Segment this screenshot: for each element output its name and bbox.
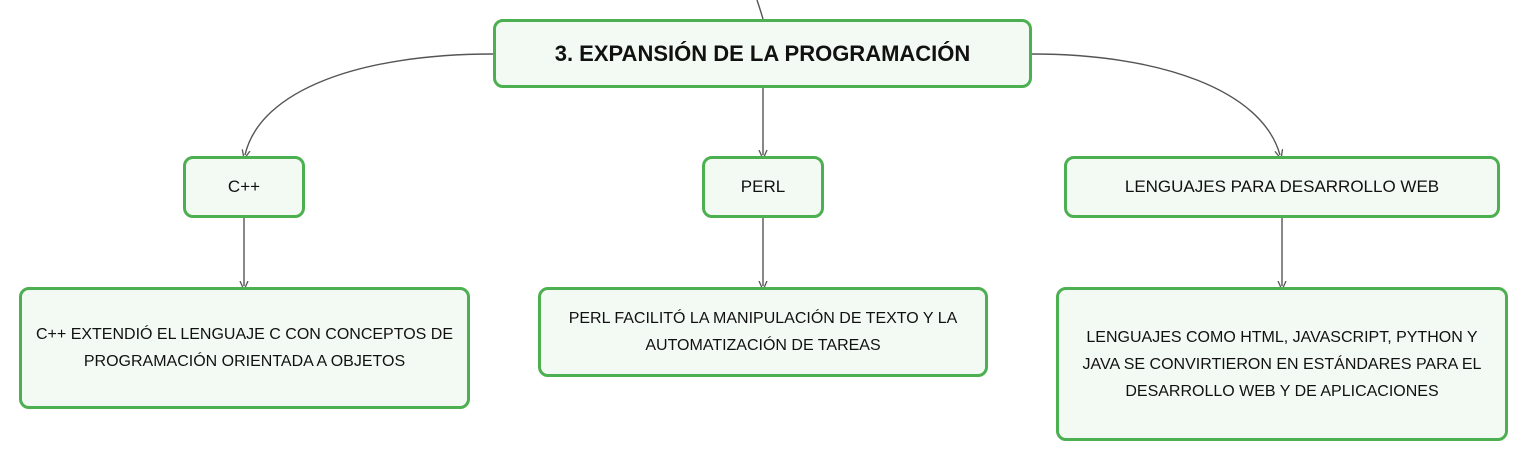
- leaf-text-web-description: LENGUAJES COMO HTML, JAVASCRIPT, PYTHON …: [1082, 328, 1482, 400]
- leaf-text-cpp-description: C++ EXTENDIÓ EL LENGUAJE C CON CONCEPTOS…: [36, 326, 453, 370]
- branch-label-perl: PERL: [740, 177, 786, 196]
- connector-incoming: [756, 0, 764, 20]
- leaf-text-perl-description: PERL FACILITÓ LA MANIPULACIÓN DE TEXTO Y…: [568, 310, 958, 354]
- leaf-node-web-description[interactable]: LENGUAJES COMO HTML, JAVASCRIPT, PYTHON …: [1056, 287, 1508, 441]
- leaf-node-perl-description[interactable]: PERL FACILITÓ LA MANIPULACIÓN DE TEXTO Y…: [538, 287, 988, 377]
- branch-node-web-languages[interactable]: LENGUAJES PARA DESARROLLO WEB: [1064, 156, 1500, 218]
- branch-node-cpp[interactable]: C++: [183, 156, 305, 218]
- connector-root-cpp: [245, 53, 494, 155]
- branch-node-perl[interactable]: PERL: [702, 156, 824, 218]
- root-topic-label: 3. EXPANSIÓN DE LA PROGRAMACIÓN: [554, 40, 971, 66]
- branch-label-cpp: C++: [227, 177, 261, 196]
- root-topic-node[interactable]: 3. EXPANSIÓN DE LA PROGRAMACIÓN: [493, 19, 1032, 88]
- connector-root-web: [1031, 53, 1280, 155]
- branch-label-web-languages: LENGUAJES PARA DESARROLLO WEB: [1124, 177, 1440, 196]
- leaf-node-cpp-description[interactable]: C++ EXTENDIÓ EL LENGUAJE C CON CONCEPTOS…: [19, 287, 470, 409]
